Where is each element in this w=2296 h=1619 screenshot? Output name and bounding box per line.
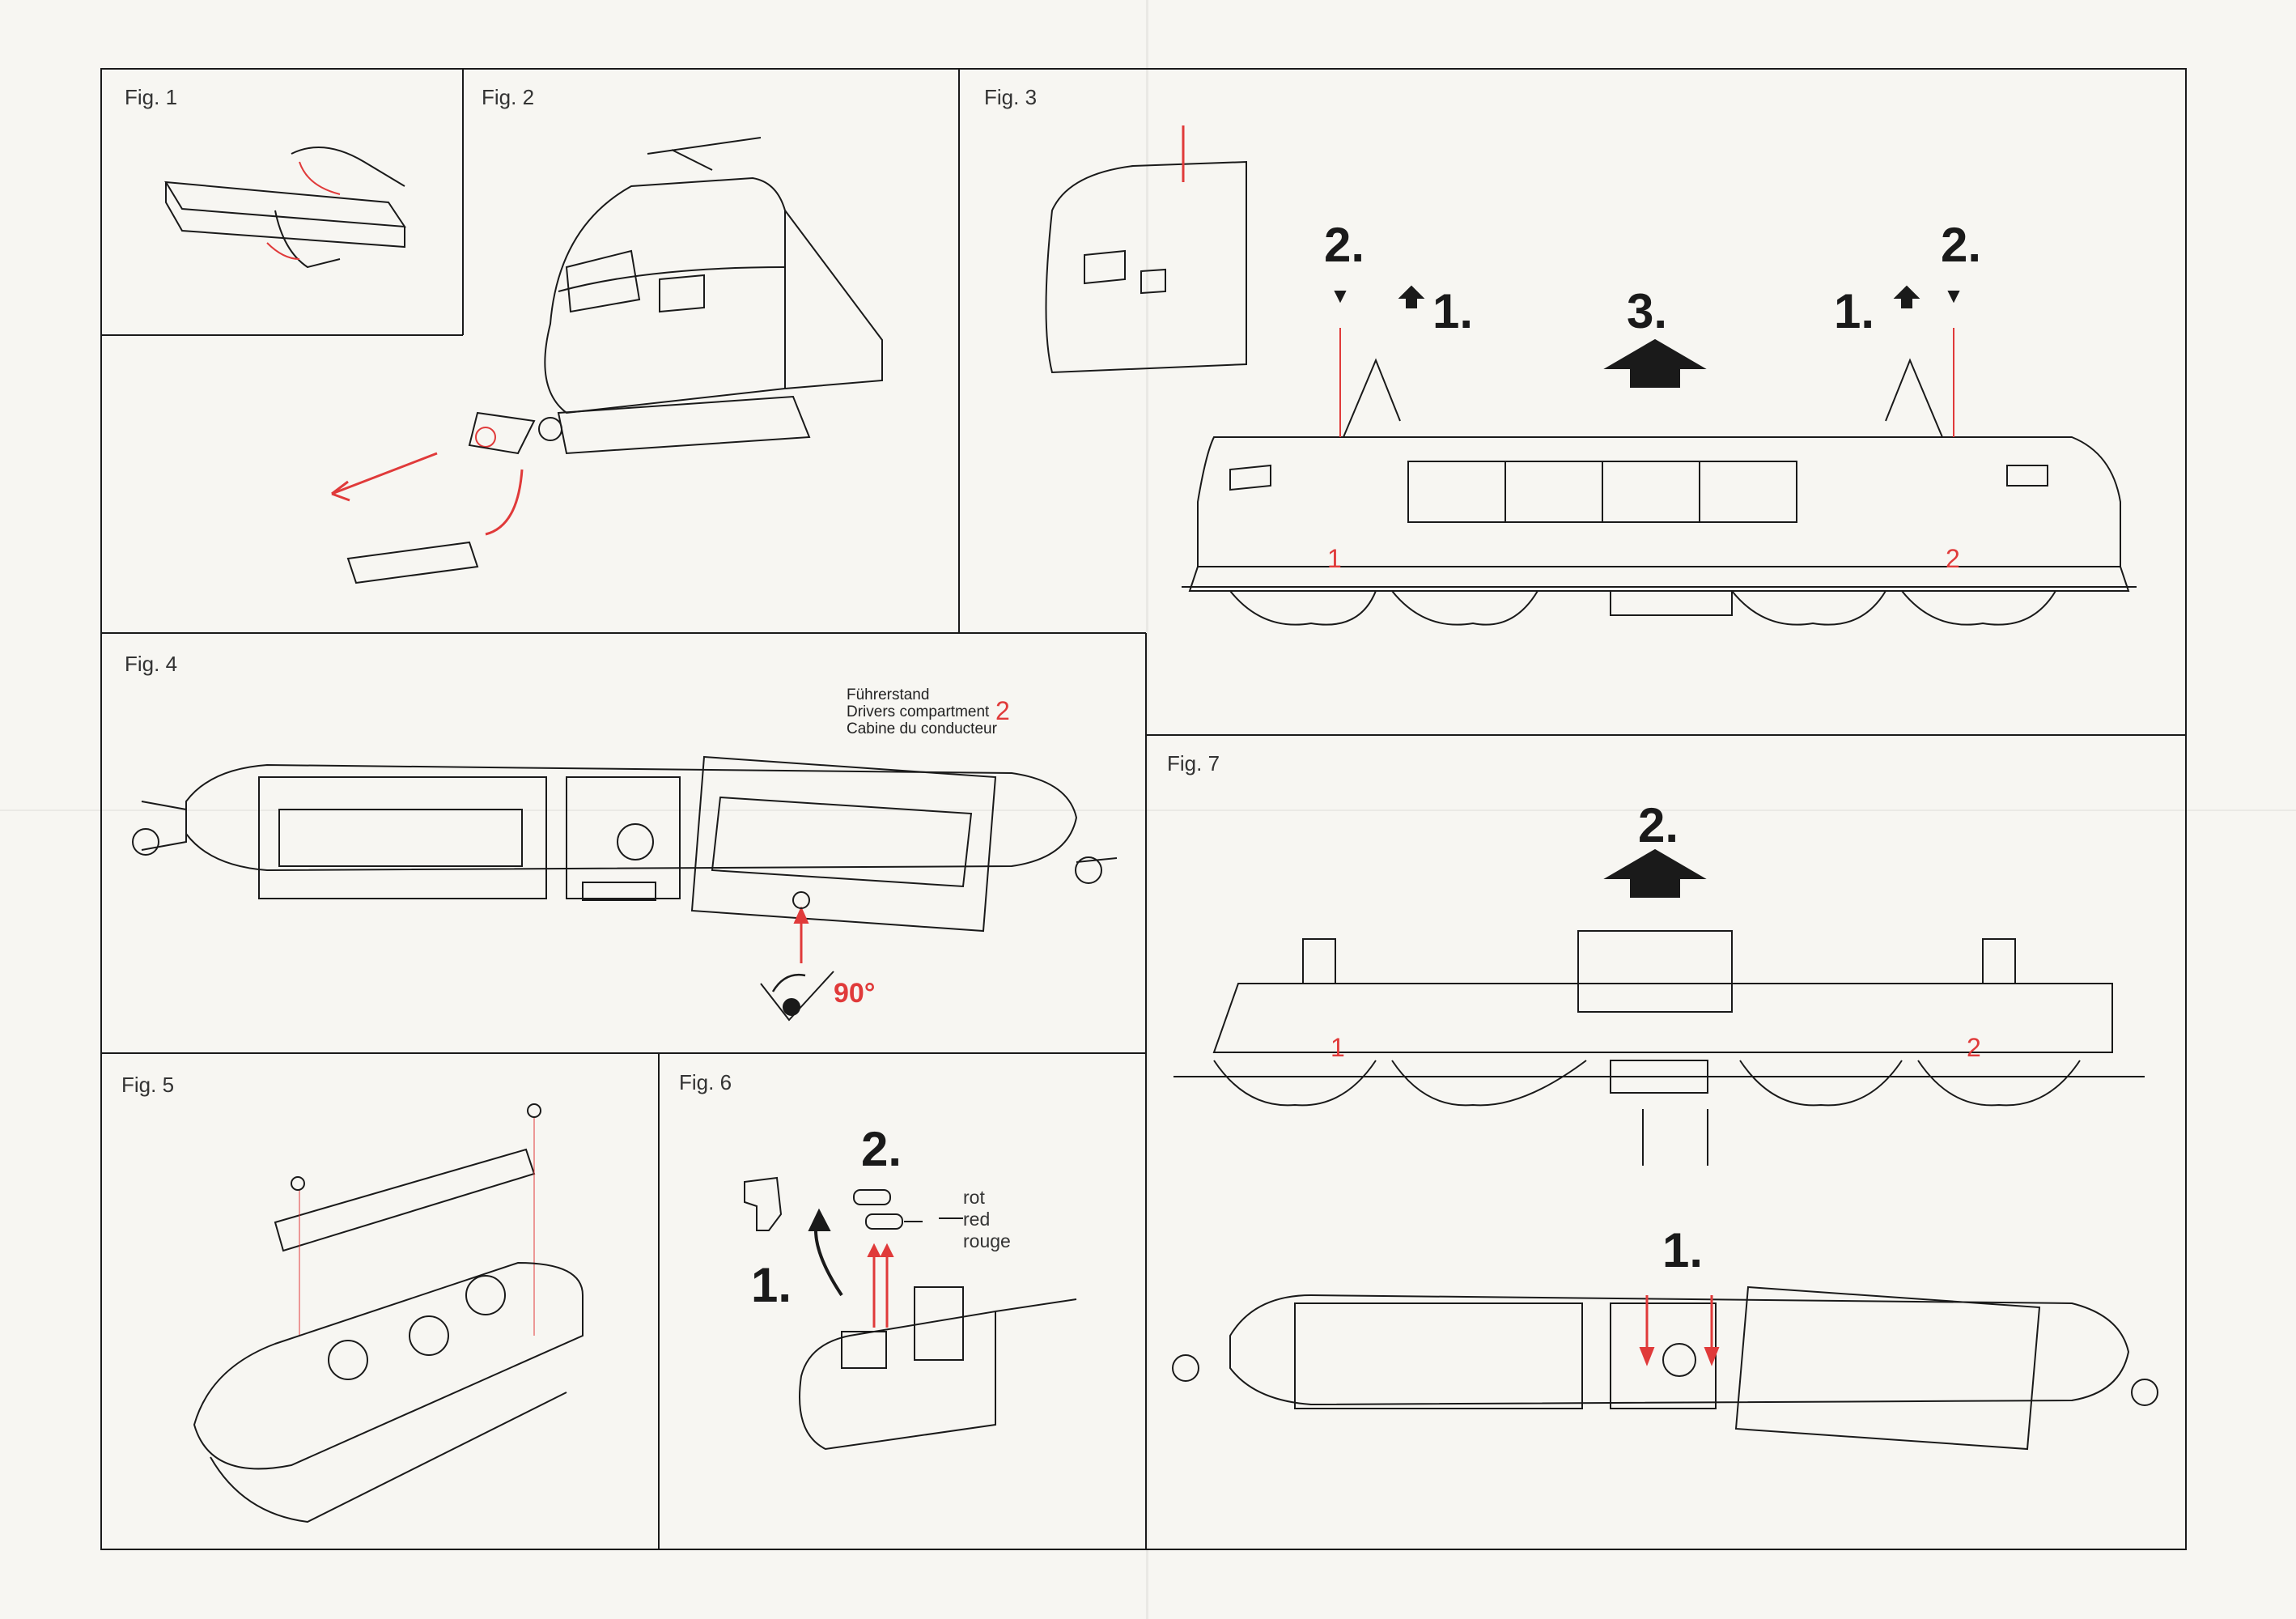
- fig3-marker: 1: [1327, 544, 1342, 573]
- fig7-label: Fig. 7: [1167, 751, 1220, 776]
- fig4-drawing: [132, 755, 1118, 1022]
- fig4-angle: 90°: [834, 978, 876, 1009]
- fig6-label: Fig. 6: [679, 1070, 732, 1094]
- fig2-drawing: [331, 137, 883, 584]
- fig3-step: 1.: [1432, 284, 1474, 338]
- note-de: rot: [963, 1187, 985, 1208]
- caption-de: Führerstand: [847, 686, 930, 703]
- note-en: red: [963, 1209, 991, 1230]
- fig6-step: 1.: [751, 1258, 792, 1312]
- fig7-drawing: [1172, 848, 2158, 1451]
- fig3-label: Fig. 3: [984, 85, 1038, 109]
- fig4-label: Fig. 4: [125, 652, 178, 676]
- fig1-drawing: [164, 147, 406, 269]
- fig3-step: 2.: [1324, 218, 1365, 272]
- fig4-caption: Führerstand Drivers compartment Cabine d…: [847, 686, 997, 737]
- panel-borders: [100, 68, 2187, 1550]
- caption-fr: Cabine du conducteur: [847, 720, 997, 737]
- fig6-drawing: [744, 1176, 1077, 1451]
- fig3-step: 3.: [1627, 284, 1668, 338]
- fig4-marker: 2: [995, 696, 1010, 725]
- fig2-label: Fig. 2: [482, 85, 535, 109]
- fig3-drawing: [1045, 125, 2137, 626]
- fig3-marker: 2: [1946, 544, 1960, 573]
- fig6-color-note: rot red rouge: [963, 1187, 1011, 1252]
- fig6-step: 2.: [861, 1122, 902, 1176]
- fig3-step: 2.: [1941, 218, 1982, 272]
- fig7-step: 1.: [1662, 1223, 1704, 1277]
- fig5-drawing: [193, 1103, 584, 1523]
- caption-en: Drivers compartment: [847, 703, 990, 720]
- fold-line: [1146, 0, 1148, 1619]
- fig7-marker: 2: [1967, 1033, 1981, 1062]
- note-fr: rouge: [963, 1230, 1011, 1251]
- fig7-step: 2.: [1638, 798, 1679, 852]
- fig5-label: Fig. 5: [121, 1073, 175, 1097]
- fold-line: [0, 810, 2296, 811]
- fig3-step: 1.: [1834, 284, 1875, 338]
- fig7-marker: 1: [1330, 1033, 1345, 1062]
- fig1-label: Fig. 1: [125, 85, 178, 109]
